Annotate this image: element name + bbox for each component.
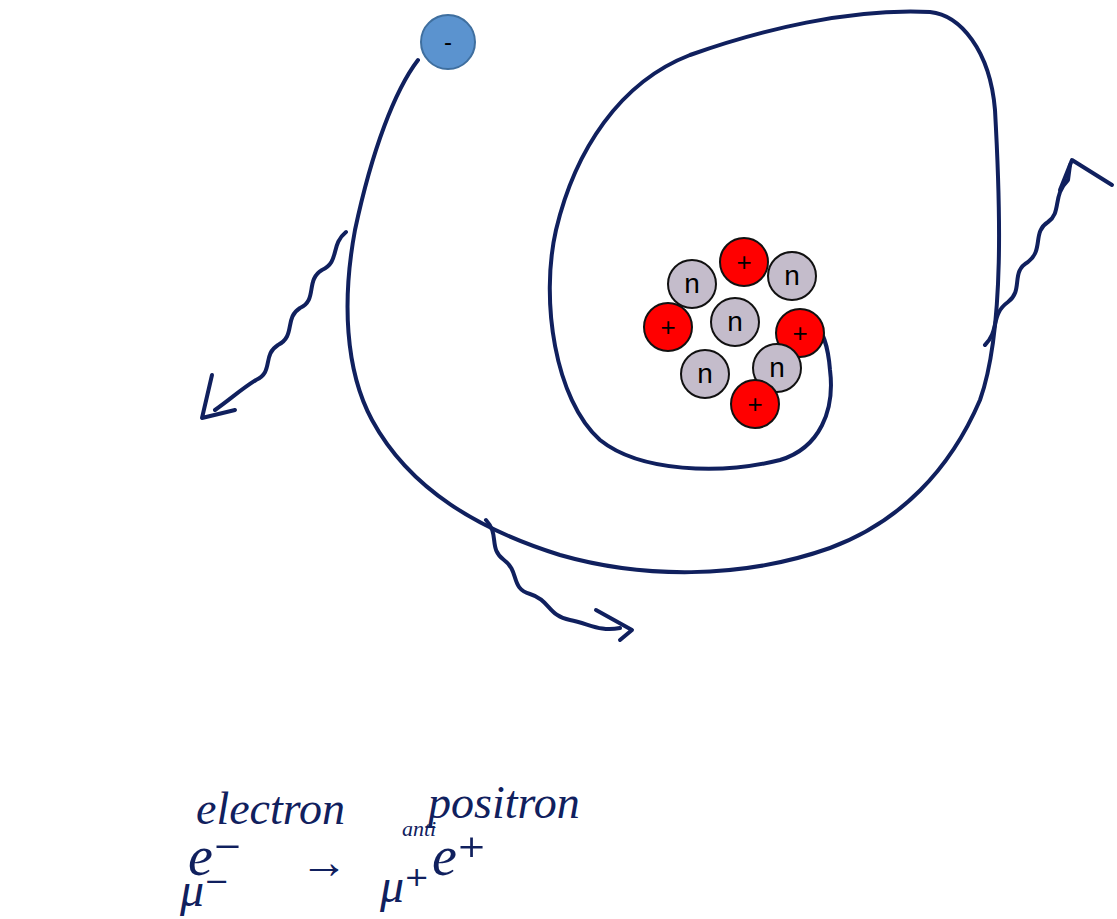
orbit-spiral: [348, 12, 1000, 573]
photon-left: [215, 232, 346, 410]
particle-symbol: +: [792, 320, 807, 346]
particle-symbol: n: [727, 308, 743, 336]
proton-circle: +: [643, 302, 693, 352]
handwritten-label: e⁺: [432, 828, 486, 884]
handwritten-label: μ⁻: [180, 866, 229, 914]
particle-symbol: n: [684, 270, 700, 298]
arrowhead-left: [202, 375, 235, 418]
neutron-circle: n: [767, 251, 817, 301]
particle-symbol: n: [697, 360, 713, 388]
handwritten-label: μ⁺: [380, 862, 429, 910]
handwritten-label: →: [300, 838, 348, 886]
particle-symbol: n: [784, 262, 800, 290]
particle-symbol: +: [736, 249, 751, 275]
proton-circle: +: [719, 237, 769, 287]
handwritten-label: positron: [428, 780, 580, 826]
particle-symbol: n: [769, 354, 785, 382]
arrowhead-right: [1060, 160, 1112, 190]
electron-circle: -: [420, 14, 476, 70]
neutron-circle: n: [667, 259, 717, 309]
proton-circle: +: [730, 379, 780, 429]
neutron-circle: n: [680, 349, 730, 399]
neutron-circle: n: [710, 297, 760, 347]
photon-right: [985, 165, 1070, 345]
particle-symbol: -: [444, 30, 452, 54]
arrowhead-bottom: [596, 610, 632, 640]
particle-symbol: +: [747, 391, 762, 417]
handwritten-label: electron: [196, 786, 345, 832]
particle-symbol: +: [660, 314, 675, 340]
